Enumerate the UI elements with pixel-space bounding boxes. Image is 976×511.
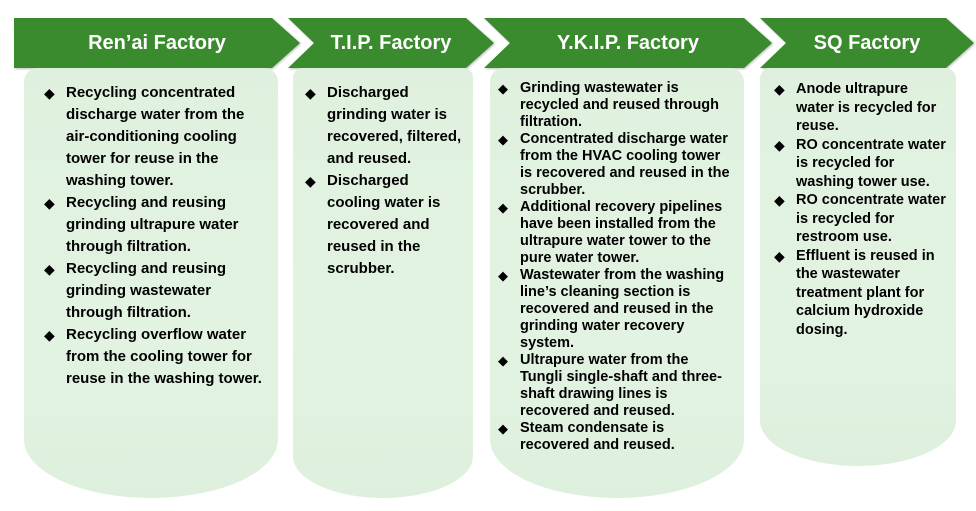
diamond-bullet-icon: ◆ <box>305 85 316 101</box>
diamond-bullet-icon: ◆ <box>774 192 785 208</box>
item-text: Effluent is reused in the wastewater tre… <box>796 247 935 338</box>
list-item: ◆ Grinding wastewater is recycled and reu… <box>498 80 734 131</box>
measure-list: ◆ Anode ultrapure water is recycled for r… <box>774 80 948 339</box>
header-sq-factory: SQ Factory <box>760 18 974 68</box>
panel-sq-factory: ◆ Anode ultrapure water is recycled for r… <box>760 68 956 466</box>
list-item: ◆ Discharged grinding water is recovered,… <box>305 82 463 170</box>
panel-tip-factory: ◆ Discharged grinding water is recovered,… <box>293 68 473 498</box>
diamond-bullet-icon: ◆ <box>498 268 508 283</box>
measure-list: ◆ Grinding wastewater is recycled and reu… <box>498 80 734 454</box>
measure-list: ◆ Recycling concentrated discharge water … <box>44 82 264 390</box>
list-item: ◆ Additional recovery pipelines have been… <box>498 199 734 267</box>
diamond-bullet-icon: ◆ <box>774 247 785 264</box>
diamond-bullet-icon: ◆ <box>774 136 785 153</box>
diamond-bullet-icon: ◆ <box>498 81 508 96</box>
measure-list: ◆ Discharged grinding water is recovered,… <box>305 82 463 280</box>
list-item: ◆ Ultrapure water from the Tungli single-… <box>498 352 734 420</box>
list-item: ◆ Wastewater from the washing line’s clea… <box>498 267 734 352</box>
diamond-bullet-icon: ◆ <box>498 353 508 368</box>
item-text: RO concentrate water is recycled for res… <box>796 192 946 245</box>
header-tip-factory: T.I.P. Factory <box>288 18 494 68</box>
list-item: ◆ Concentrated discharge water from the H… <box>498 131 734 199</box>
diamond-bullet-icon: ◆ <box>498 132 508 147</box>
item-text: Ultrapure water from the Tungli single-s… <box>520 352 722 419</box>
diamond-bullet-icon: ◆ <box>774 81 785 97</box>
list-item: ◆ RO concentrate water is recycled for re… <box>774 191 948 247</box>
header-renai-factory: Ren’ai Factory <box>14 18 300 68</box>
panel-renai-factory: ◆ Recycling concentrated discharge water … <box>24 68 278 498</box>
diamond-bullet-icon: ◆ <box>498 200 508 215</box>
header-title: Ren’ai Factory <box>88 31 226 54</box>
item-text: Anode ultrapure water is recycled for re… <box>796 81 937 134</box>
diamond-bullet-icon: ◆ <box>44 195 55 211</box>
list-item: ◆ Discharged cooling water is recovered a… <box>305 170 463 280</box>
item-text: Recycling concentrated discharge water f… <box>66 84 245 189</box>
item-text: Additional recovery pipelines have been … <box>520 199 723 266</box>
item-text: Recycling overflow water from the coolin… <box>66 326 262 387</box>
list-item: ◆ Effluent is reused in the wastewater tr… <box>774 247 948 340</box>
list-item: ◆ Recycling concentrated discharge water … <box>44 82 264 192</box>
header-title: Y.K.I.P. Factory <box>557 31 699 54</box>
item-text: Discharged cooling water is recovered an… <box>327 172 441 277</box>
diamond-bullet-icon: ◆ <box>305 173 316 189</box>
diamond-bullet-icon: ◆ <box>44 327 55 343</box>
item-text: Grinding wastewater is recycled and reus… <box>520 80 720 130</box>
item-text: Recycling and reusing grinding wastewate… <box>66 260 227 321</box>
item-text: Concentrated discharge water from the HV… <box>520 131 730 198</box>
panel-ykip-factory: ◆ Grinding wastewater is recycled and reu… <box>490 68 744 498</box>
item-text: RO concentrate water is recycled for was… <box>796 136 946 190</box>
list-item: ◆ Steam condensate is recovered and reuse… <box>498 420 734 454</box>
list-item: ◆ Anode ultrapure water is recycled for r… <box>774 80 948 136</box>
header-title: T.I.P. Factory <box>330 31 452 54</box>
item-text: Discharged grinding water is recovered, … <box>327 84 462 167</box>
item-text: Steam condensate is recovered and reused… <box>520 420 675 453</box>
list-item: ◆ Recycling and reusing grinding wastewat… <box>44 258 264 324</box>
list-item: ◆ Recycling and reusing grinding ultrapur… <box>44 192 264 258</box>
list-item: ◆ RO concentrate water is recycled for wa… <box>774 136 948 192</box>
diamond-bullet-icon: ◆ <box>44 261 55 277</box>
diamond-bullet-icon: ◆ <box>44 85 55 101</box>
header-ykip-factory: Y.K.I.P. Factory <box>484 18 772 68</box>
item-text: Recycling and reusing grinding ultrapure… <box>66 194 239 255</box>
header-title: SQ Factory <box>813 31 921 54</box>
item-text: Wastewater from the washing line’s clean… <box>520 267 725 351</box>
list-item: ◆ Recycling overflow water from the cooli… <box>44 324 264 390</box>
diamond-bullet-icon: ◆ <box>498 421 508 436</box>
